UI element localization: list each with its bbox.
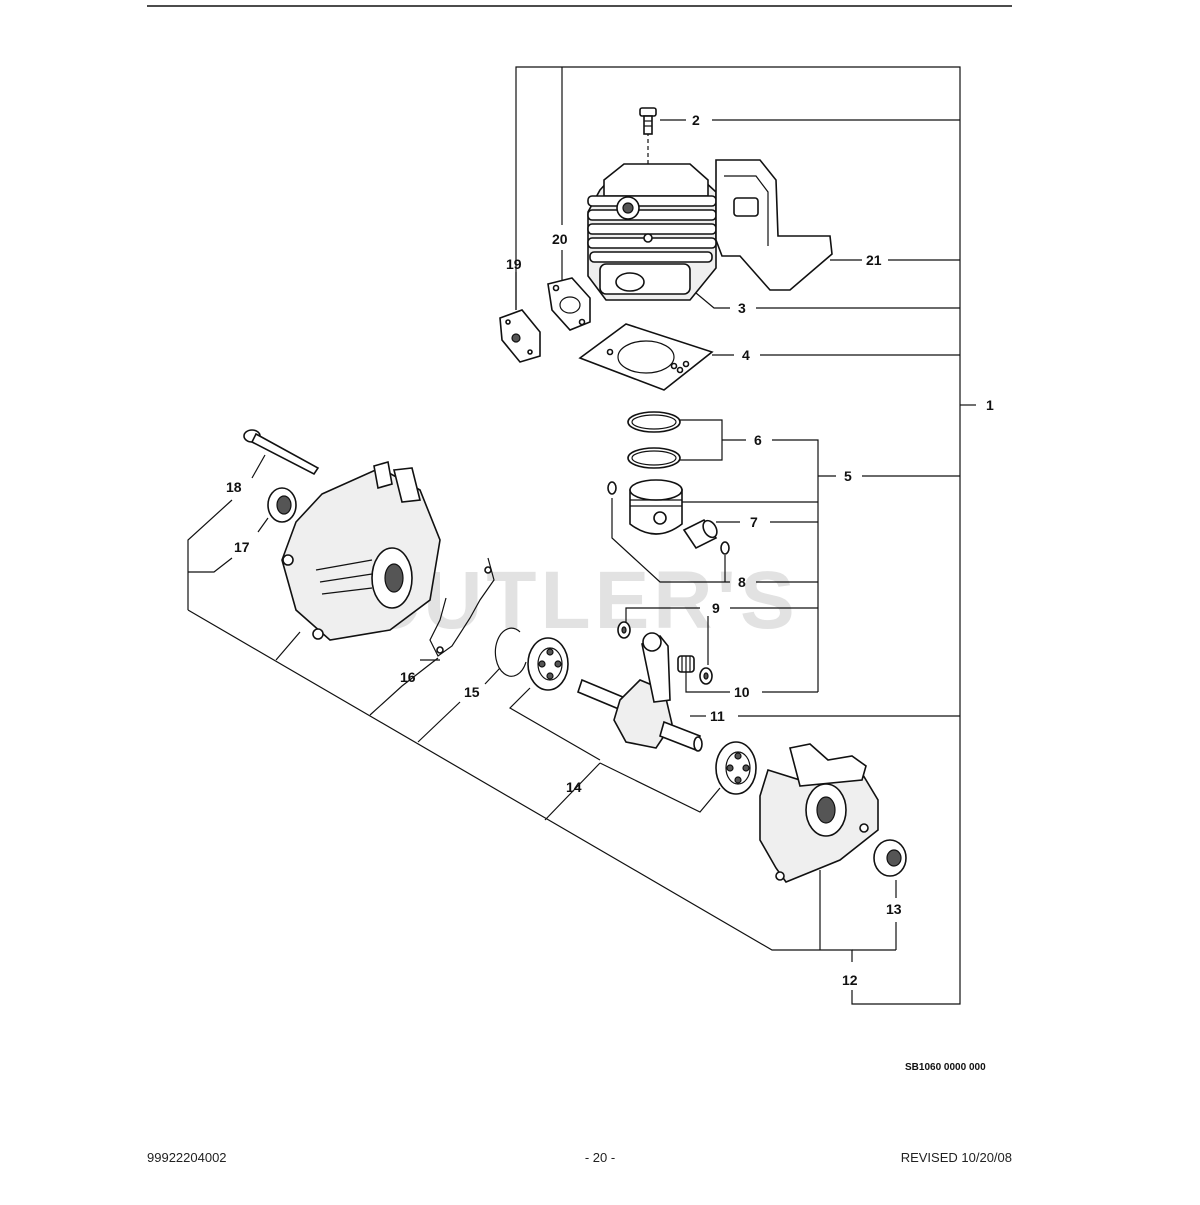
diagram-code: SB1060 0000 000: [905, 1062, 986, 1073]
callout-20: 20: [552, 231, 568, 247]
callout-labels: 1 2 3 4 5 6 7 8 9 10 11 12 13 14 15 16 1…: [226, 112, 994, 988]
crankcase-half-icon: [281, 460, 441, 641]
callout-11: 11: [710, 708, 725, 724]
callout-18: 18: [226, 479, 242, 495]
piston-ring-icon: [627, 411, 681, 469]
circlip-icon: [607, 481, 730, 555]
piston-icon: [629, 479, 683, 535]
heat-shield-icon: [715, 159, 833, 291]
callout-2: 2: [692, 112, 700, 128]
callout-15: 15: [464, 684, 480, 700]
piston-pin-icon: [682, 518, 718, 550]
callout-19: 19: [506, 256, 522, 272]
needle-bearing-icon: [677, 655, 695, 673]
footer-revised-date: REVISED 10/20/08: [900, 1150, 1012, 1165]
cylinder-icon: [587, 163, 717, 301]
callout-10: 10: [734, 684, 750, 700]
callout-5: 5: [844, 468, 852, 484]
crankshaft-icon: [577, 632, 703, 752]
ball-bearing-icon: [715, 741, 757, 795]
callout-14: 14: [566, 779, 582, 795]
oil-seal-icon: [267, 487, 297, 523]
callout-21: 21: [866, 252, 882, 268]
callout-12: 12: [842, 972, 858, 988]
callout-7: 7: [750, 514, 758, 530]
crankcase-gasket-icon: [429, 557, 495, 657]
leader-lines: [187, 66, 976, 1005]
callout-4: 4: [742, 347, 750, 363]
cylinder-gasket-icon: [578, 323, 714, 391]
ball-bearing-icon: [527, 637, 569, 691]
callout-16: 16: [400, 669, 416, 685]
callout-6: 6: [754, 432, 762, 448]
screw-icon: [639, 107, 657, 135]
callout-17: 17: [234, 539, 250, 555]
callout-9: 9: [712, 600, 720, 616]
callout-1: 1: [986, 397, 994, 413]
snap-ring-icon: [494, 627, 527, 677]
washer-icon: [617, 621, 713, 685]
crankcase-half-icon: [759, 743, 879, 883]
footer-page-number: - 20 -: [584, 1150, 616, 1165]
callout-3: 3: [738, 300, 746, 316]
callout-13: 13: [886, 901, 902, 917]
footer-part-number: 99922204002: [147, 1150, 227, 1165]
intake-gasket-icon: [499, 309, 541, 363]
insulator-gasket-icon: [547, 277, 591, 331]
oil-seal-icon: [873, 839, 907, 877]
callout-8: 8: [738, 574, 746, 590]
crankcase-bolt-icon: [243, 429, 320, 476]
